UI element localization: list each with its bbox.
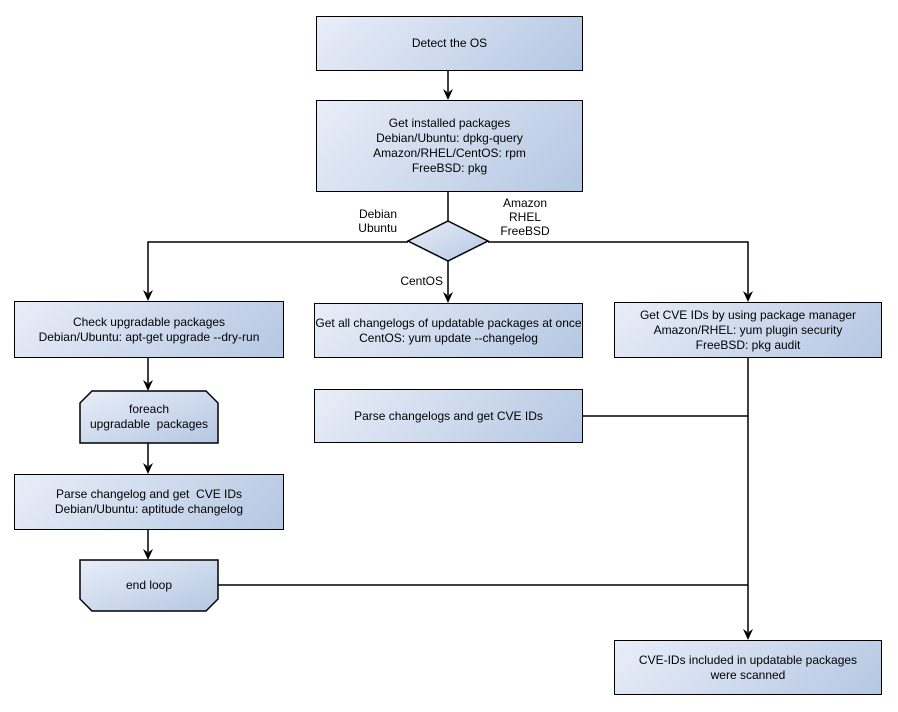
node-text: Get all changelogs of updatable packages…	[315, 315, 582, 330]
edge-label-debian-ubuntu: Debian Ubuntu	[358, 207, 397, 235]
arrowhead	[143, 549, 153, 560]
arrowhead	[443, 292, 453, 303]
node-end-loop: end loop	[80, 560, 218, 611]
node-foreach-upgradable-packages: foreach upgradable packages	[80, 391, 218, 443]
arrowhead	[443, 89, 453, 100]
edge-label-centos: CentOS	[400, 274, 443, 288]
node-parse-changelogs-centos: Parse changelogs and get CVE IDs	[314, 389, 583, 443]
node-text: Amazon/RHEL: yum plugin security	[653, 322, 843, 337]
node-text: end loop	[125, 578, 173, 592]
node-text: Amazon/RHEL/CentOS: rpm	[373, 146, 526, 160]
node-get-cve-ids-package-manager: Get CVE IDs by using package manager Ama…	[614, 302, 882, 358]
node-get-all-changelogs: Get all changelogs of updatable packages…	[314, 303, 583, 358]
decision-diamond	[406, 220, 490, 262]
node-parse-changelog-debian: Parse changelog and get CVE IDs Debian/U…	[14, 474, 284, 530]
loop-end-shape	[79, 559, 219, 612]
node-text: Debian/Ubuntu: aptitude changelog	[54, 502, 244, 516]
node-detect-os: Detect the OS	[316, 16, 583, 71]
arrowhead	[743, 291, 753, 302]
node-text: Check upgradable packages	[72, 314, 226, 329]
node-text: Parse changelog and get CVE IDs	[55, 487, 243, 501]
node-text: were scanned	[710, 667, 786, 682]
node-text: Debian/Ubuntu: dpkg-query	[376, 131, 523, 145]
arrowhead	[143, 290, 153, 301]
node-cve-ids-scanned: CVE-IDs included in updatable packages w…	[614, 640, 882, 695]
node-text: Get CVE IDs by using package manager	[639, 307, 857, 322]
node-text: upgradable packages	[89, 417, 209, 431]
node-text: Debian/Ubuntu: apt-get upgrade --dry-run	[38, 329, 260, 344]
arrowhead	[743, 629, 753, 640]
node-check-upgradable-packages: Check upgradable packages Debian/Ubuntu:…	[14, 301, 284, 358]
node-text: CVE-IDs included in updatable packages	[638, 652, 858, 667]
arrowhead	[143, 463, 153, 474]
edge-label-amazon-rhel-freebsd: Amazon RHEL FreeBSD	[500, 196, 550, 238]
arrow-diamond-to-amazon-branch	[488, 241, 749, 294]
arrowhead	[143, 380, 153, 391]
arrow-diamond-to-debian-branch	[147, 241, 408, 293]
node-get-installed-packages: Get installed packages Debian/Ubuntu: dp…	[316, 100, 583, 192]
node-text: foreach	[128, 402, 170, 416]
node-text: FreeBSD: pkg	[411, 161, 488, 175]
loop-begin-shape	[79, 390, 219, 444]
node-text: CentOS: yum update --changelog	[359, 330, 538, 345]
node-text: Parse changelogs and get CVE IDs	[354, 408, 543, 423]
node-text: Detect the OS	[411, 36, 488, 50]
node-text: Get installed packages	[388, 116, 511, 130]
node-text: FreeBSD: pkg audit	[695, 337, 801, 352]
